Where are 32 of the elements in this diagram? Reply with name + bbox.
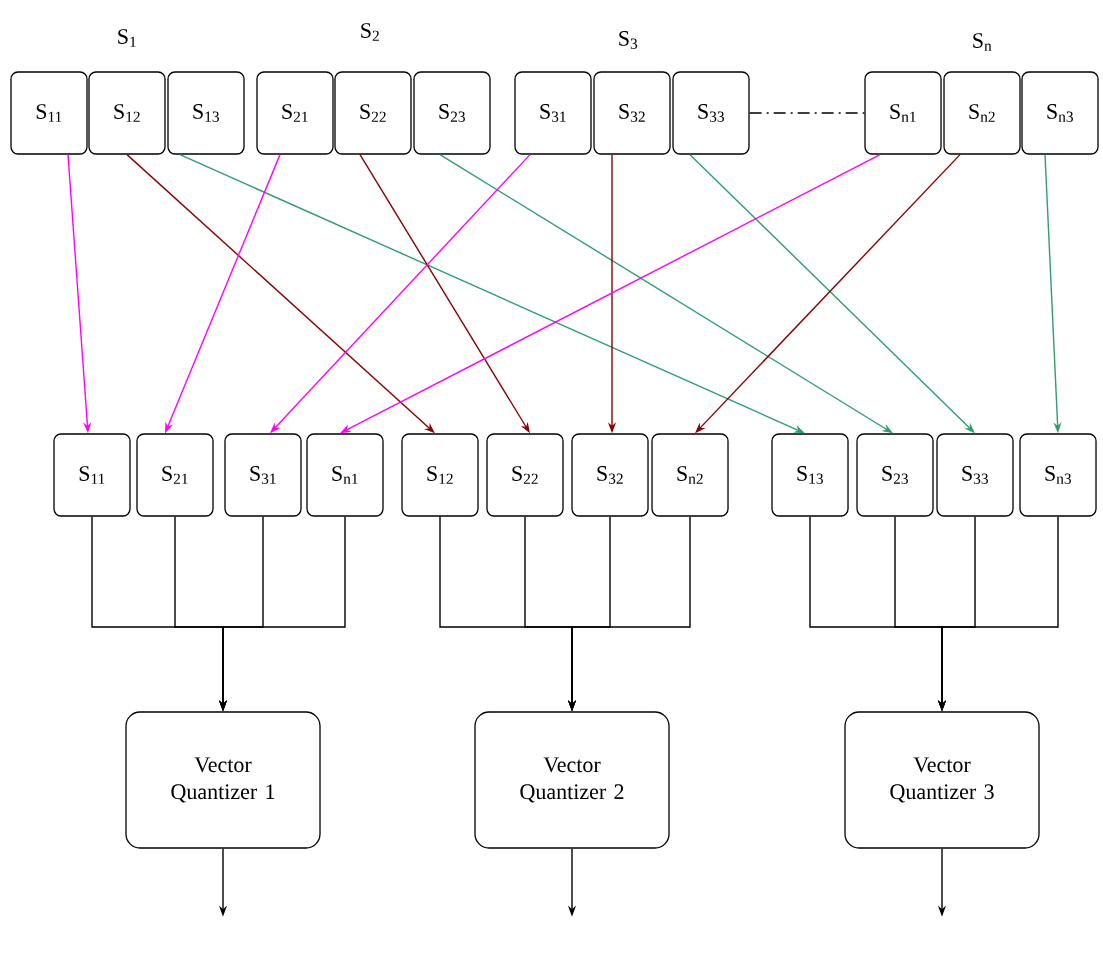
signal-box: S$_{23}$ <box>413 71 491 155</box>
group-label: S$_{2}$ <box>361 23 379 41</box>
quantizer-box: Vector Quantizer 2 <box>474 711 670 849</box>
signal-box: S$_{13}$ <box>167 71 245 155</box>
quantizer-box: Vector Quantizer 3 <box>844 711 1040 849</box>
signal-box: S$_{n1}$ <box>864 71 942 155</box>
signal-box: S$_{12}$ <box>88 71 166 155</box>
quantizer-box: Vector Quantizer 1 <box>125 711 321 849</box>
signal-box: S$_{12}$ <box>401 433 479 517</box>
group-label: S$_{3}$ <box>619 31 638 49</box>
signal-box: S$_{n2}$ <box>651 433 729 517</box>
signal-box: S$_{n3}$ <box>1019 433 1097 517</box>
signal-box: S$_{n2}$ <box>943 71 1021 155</box>
signal-box: S$_{33}$ <box>672 71 750 155</box>
signal-box: S$_{n1}$ <box>306 433 384 517</box>
signal-box: S$_{11}$ <box>10 71 88 155</box>
signal-box: S$_{31}$ <box>514 71 592 155</box>
signal-box: S$_{21}$ <box>136 433 214 517</box>
signal-box: S$_{13}$ <box>771 433 849 517</box>
ellipsis-line <box>748 112 866 114</box>
signal-box: S$_{31}$ <box>224 433 302 517</box>
group-label: S$_{1}$ <box>118 29 136 47</box>
signal-box: S$_{22}$ <box>486 433 564 517</box>
group-label: S$_{n}$ <box>973 33 992 51</box>
signal-box: S$_{22}$ <box>334 71 412 155</box>
signal-box: S$_{n3}$ <box>1021 71 1099 155</box>
signal-box: S$_{32}$ <box>571 433 649 517</box>
signal-box: S$_{32}$ <box>593 71 671 155</box>
signal-box: S$_{33}$ <box>936 433 1014 517</box>
signal-box: S$_{11}$ <box>53 433 131 517</box>
signal-box: S$_{23}$ <box>856 433 934 517</box>
signal-box: S$_{21}$ <box>256 71 334 155</box>
